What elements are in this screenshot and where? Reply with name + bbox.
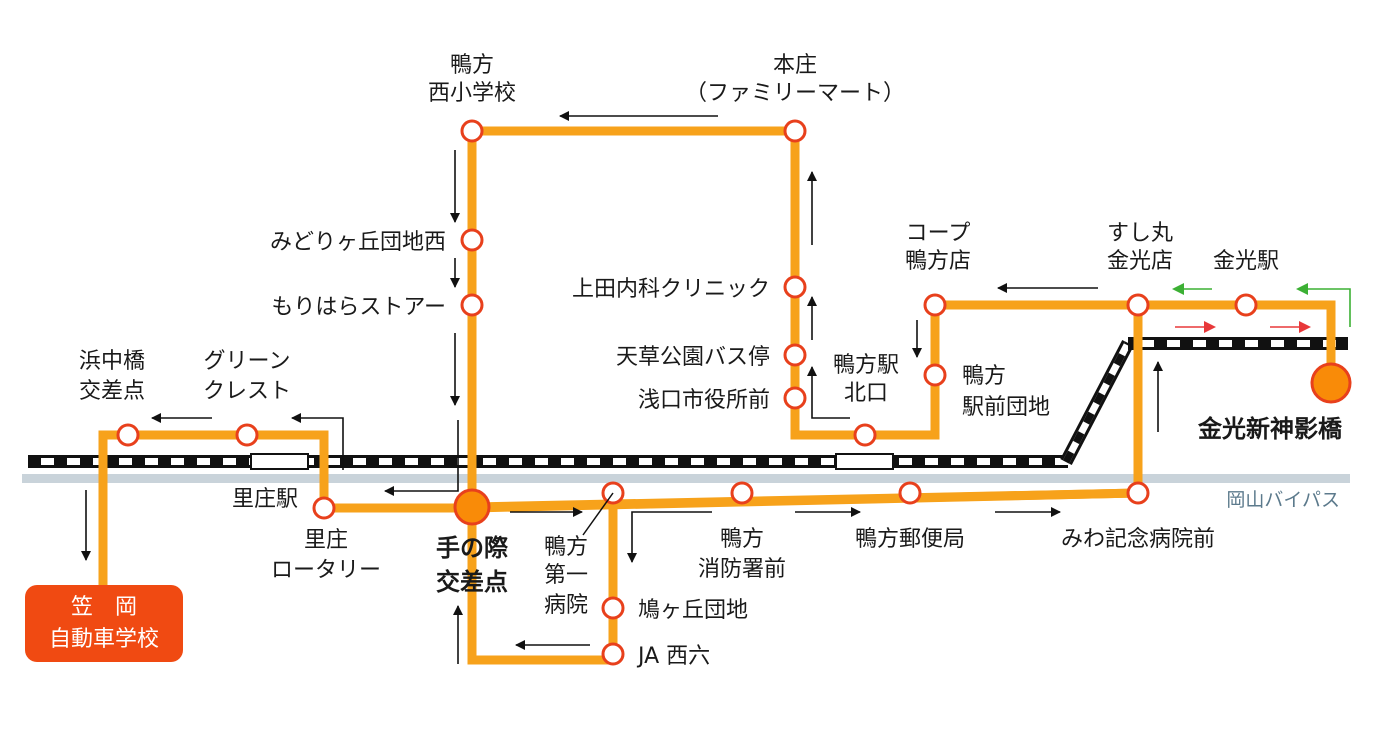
terminal-label: 金光新神影橋: [1197, 415, 1343, 443]
stop-label-yubin: 鴨方郵便局: [855, 527, 965, 552]
stop-marker: [601, 642, 625, 666]
stop-label-shobo-2: 消防署前: [698, 557, 786, 582]
school-box: [25, 585, 183, 662]
stop-label-miwa: みわ記念病院前: [1061, 527, 1215, 552]
terminal-marker: [1310, 362, 1352, 404]
railway-upper: [1128, 337, 1348, 350]
stop-label-ueda: 上田内科クリニック: [572, 277, 770, 302]
stop-markers: [116, 119, 1258, 666]
stop-label-konko-eki: 金光駅: [1213, 249, 1279, 274]
stop-marker: [1126, 293, 1150, 317]
stop-label-ekimae-danchi-2: 駅前団地: [962, 395, 1050, 420]
stop-label-shobo-1: 鴨方: [720, 527, 764, 552]
stop-marker: [730, 481, 754, 505]
stop-marker: [116, 423, 140, 447]
stop-label-nishi-shogakko-2: 西小学校: [428, 81, 516, 106]
highway-band: [22, 474, 1350, 483]
stop-label-satosho-rotary-1: 里庄: [304, 528, 348, 553]
hub-marker-tenosai: [453, 488, 491, 526]
school-line1: 笠 岡: [71, 595, 137, 620]
leader-line: [582, 492, 614, 536]
stop-label-asakuchi: 浅口市役所前: [638, 388, 770, 413]
stop-label-nishi-shogakko-1: 鴨方: [450, 53, 494, 78]
stop-marker: [235, 423, 259, 447]
stop-marker: [898, 481, 922, 505]
stop-marker: [460, 293, 484, 317]
stop-marker: [783, 386, 807, 410]
stop-label-hatogaoka: 鳩ヶ丘団地: [638, 598, 748, 623]
stop-label-daiichi-3: 病院: [544, 593, 588, 618]
stop-marker: [1126, 481, 1150, 505]
direction-arrows: [81, 111, 1163, 664]
stop-marker: [853, 423, 877, 447]
stop-label-kamogata-kitaguchi-2: 北口: [844, 381, 888, 406]
stop-label-sushimaru-1: すし丸: [1107, 221, 1173, 246]
stop-label-satosho-rotary-2: ロータリー: [271, 558, 381, 583]
stop-marker: [923, 293, 947, 317]
stop-label-ja: JA 西六: [636, 644, 710, 669]
stop-label-honjo-1: 本庄: [773, 53, 817, 78]
stop-label-amakusa: 天草公園バス停: [616, 345, 770, 370]
railway-line: [28, 453, 1068, 470]
stop-marker: [783, 275, 807, 299]
highway-label: 岡山バイパス: [1226, 489, 1340, 511]
station-satosho: [250, 453, 309, 470]
colored-arrows: [1172, 283, 1351, 333]
stop-label-daiichi-2: 第一: [544, 563, 588, 588]
stop-marker: [783, 343, 807, 367]
station-kamogata: [835, 453, 894, 470]
stop-label-green-2: クレスト: [203, 379, 291, 404]
stop-label-sushimaru-2: 金光店: [1107, 249, 1173, 274]
stop-label-coop-2: 鴨方店: [905, 249, 971, 274]
stop-label-coop-1: コープ: [906, 221, 971, 246]
stop-label-honjo-2: （ファミリーマート）: [685, 81, 905, 106]
stop-label-tenosai-1: 手の際: [436, 534, 508, 562]
stop-marker: [783, 119, 807, 143]
stop-label-midorigaoka: みどりヶ丘団地西: [270, 230, 446, 255]
station-label-satosho: 里庄駅: [232, 487, 298, 512]
stop-label-green-1: グリーン: [204, 349, 291, 374]
stop-label-morihara: もりはらストアー: [271, 295, 446, 320]
stop-marker: [312, 496, 336, 520]
stop-label-ekimae-danchi-1: 鴨方: [962, 364, 1006, 389]
stop-marker: [460, 119, 484, 143]
school-line2: 自動車学校: [49, 627, 159, 652]
stop-label-hamanaka-2: 交差点: [79, 379, 145, 404]
stop-marker: [923, 363, 947, 387]
stop-marker: [601, 596, 625, 620]
stop-label-daiichi-1: 鴨方: [544, 535, 588, 560]
stop-label-tenosai-2: 交差点: [436, 568, 508, 596]
stop-label-hamanaka-1: 浜中橋: [79, 349, 145, 374]
stop-marker: [1234, 293, 1258, 317]
railway-diagonal: [1060, 339, 1134, 466]
stop-label-kamogata-kitaguchi-1: 鴨方駅: [833, 353, 899, 378]
stop-marker: [460, 228, 484, 252]
